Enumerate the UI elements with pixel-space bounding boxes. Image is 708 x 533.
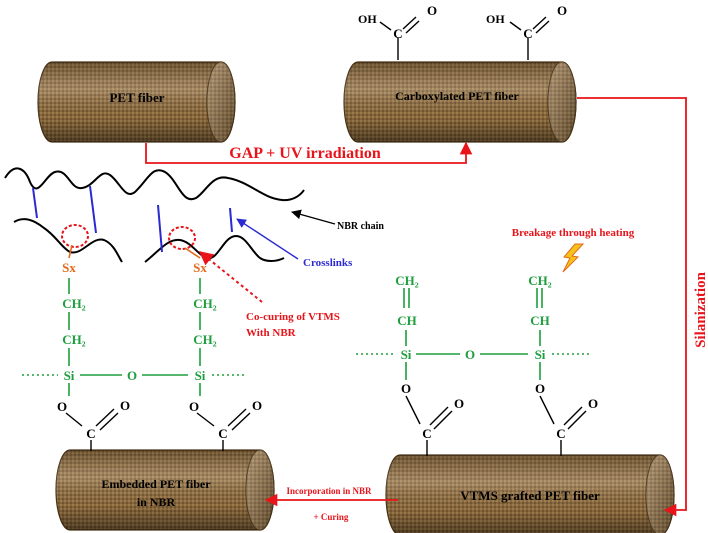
nbr-chain-upper	[4, 167, 305, 202]
vtms-bonds	[356, 288, 590, 380]
crosslinks-pointer	[236, 218, 299, 260]
embedded-carbonyl-o-right: O	[252, 398, 262, 413]
vtms-o-bridge: O	[465, 347, 475, 362]
vtms-ch-right: CH	[530, 313, 550, 328]
embedded-ester-groups	[65, 408, 251, 451]
silanization-arrow	[577, 97, 687, 517]
gap-uv-arrow	[145, 141, 473, 164]
vtms-carbonyl-o-right: O	[588, 396, 598, 411]
incorporation-label: Incorporation in NBR	[286, 486, 372, 496]
crosslink-bonds	[32, 185, 233, 253]
nbr-chain-pointer	[291, 209, 336, 225]
pet-fiber-label: PET fiber	[109, 90, 164, 105]
co-curing-site-left	[61, 224, 89, 248]
sx-left: Sx	[62, 260, 76, 275]
embedded-carbonyl-o-left: O	[120, 398, 130, 413]
co-curing-label-line1: Co-curing of VTMS	[246, 311, 340, 323]
oh-right: OH	[486, 12, 505, 26]
process-arrows	[145, 97, 687, 517]
sx-right: Sx	[193, 260, 207, 275]
embedded-fiber-label-line2: in NBR	[137, 495, 176, 509]
o-right: O	[557, 3, 567, 18]
embedded-ester-o-left: O	[57, 399, 67, 414]
embedded-si-left: Si	[64, 368, 75, 383]
vtms-ester-c-left: C	[422, 426, 431, 441]
silanization-label: Silanization	[693, 271, 708, 348]
embedded-ch2-upper-right: CH₂	[193, 296, 217, 311]
embedded-ester-c-right: C	[218, 426, 227, 441]
o-left: O	[427, 3, 437, 18]
carboxylated-pet-fiber: Carboxylated PET fiber	[343, 61, 577, 143]
vtms-ch-left: CH	[397, 313, 417, 328]
sulfur-links	[68, 244, 201, 259]
vtms-ester-groups	[405, 395, 587, 456]
embedded-pet-fiber: Embedded PET fiber in NBR	[55, 449, 275, 531]
c-left: C	[393, 26, 402, 41]
embedded-si-right: Si	[195, 368, 206, 383]
embedded-fiber-label-line1: Embedded PET fiber	[101, 477, 211, 491]
crosslinks-label: Crosslinks	[303, 257, 353, 269]
carboxylated-fiber-label: Carboxylated PET fiber	[395, 89, 519, 103]
nbr-chain-lower-right	[144, 234, 285, 263]
embedded-ch2-upper-left: CH₂	[62, 296, 86, 311]
embedded-ester-o-right: O	[189, 399, 199, 414]
nbr-chains	[4, 167, 305, 263]
vtms-ester-c-right: C	[556, 426, 565, 441]
vtms-ester-o-right: O	[535, 381, 545, 396]
vtms-si-right: Si	[535, 347, 546, 362]
carboxyl-group-left	[379, 16, 420, 60]
embedded-chain-bonds	[22, 278, 245, 396]
nbr-chain-label: NBR chain	[337, 221, 384, 232]
vtms-grafted-pet-fiber: VTMS grafted PET fiber	[385, 454, 675, 533]
gap-uv-label: GAP + UV irradiation	[229, 145, 381, 162]
carboxyl-group-right	[509, 16, 550, 60]
nbr-chain-lower-left	[13, 218, 123, 263]
vtms-ch2-right: CH₂	[528, 273, 552, 288]
oh-left: OH	[358, 12, 377, 26]
embedded-ch2-lower-left: CH₂	[62, 332, 86, 347]
embedded-ch2-lower-right: CH₂	[193, 332, 217, 347]
embedded-ester-c-left: C	[86, 426, 95, 441]
vtms-ch2-left: CH₂	[395, 273, 419, 288]
embedded-o-bridge: O	[127, 368, 137, 383]
pet-fiber: PET fiber	[37, 61, 236, 143]
c-right: C	[523, 26, 532, 41]
co-curing-pointer	[198, 251, 263, 303]
vtms-fiber-label: VTMS grafted PET fiber	[460, 488, 600, 503]
vtms-si-left: Si	[401, 347, 412, 362]
curing-label: + Curing	[314, 512, 349, 522]
lightning-icon	[562, 243, 585, 273]
vtms-carbonyl-o-left: O	[454, 396, 464, 411]
breakage-label: Breakage through heating	[512, 227, 635, 239]
co-curing-label-line2: With NBR	[246, 327, 297, 339]
vtms-ester-o-left: O	[401, 381, 411, 396]
co-curing-site-right	[168, 226, 196, 250]
